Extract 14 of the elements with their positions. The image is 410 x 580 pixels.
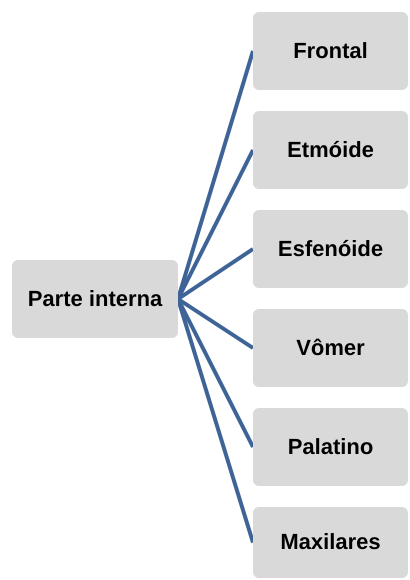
category-box	[253, 507, 408, 578]
node-label: Maxilares	[280, 529, 381, 556]
node-label: Esfenóide	[278, 236, 384, 262]
category-box	[12, 260, 178, 338]
node-label: Etmóide	[287, 136, 374, 164]
category-box	[253, 12, 408, 90]
node-label: Frontal	[293, 38, 368, 64]
node-label: Parte interna	[28, 286, 162, 312]
category-box	[253, 408, 408, 486]
category-box	[253, 309, 408, 387]
node-label: Vômer	[296, 334, 365, 362]
category-box	[253, 111, 408, 189]
node-label: Palatino	[288, 434, 374, 460]
category-box	[253, 210, 408, 288]
